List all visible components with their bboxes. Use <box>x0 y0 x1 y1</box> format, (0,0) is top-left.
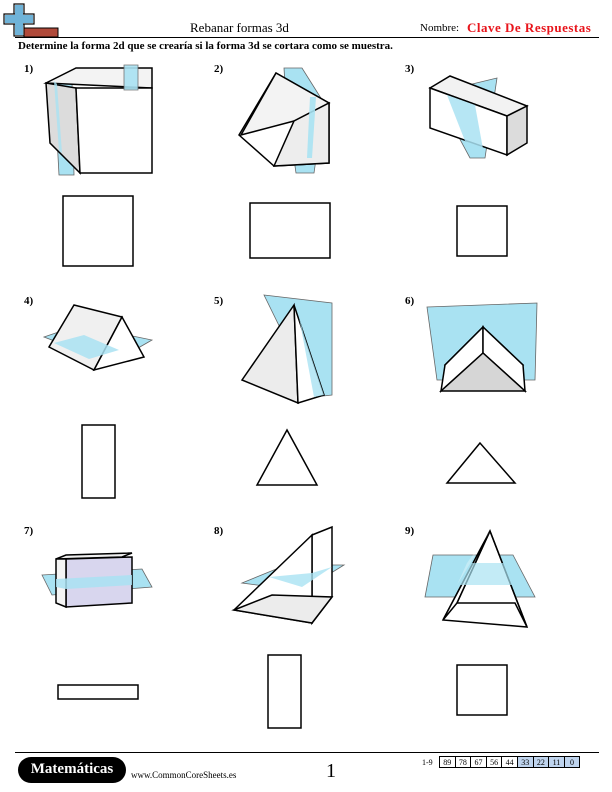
cube-slice-figure <box>43 64 153 267</box>
answer-rectangle <box>81 424 116 499</box>
score-cell: 89 <box>439 756 456 768</box>
problem-9: 9) <box>405 525 595 755</box>
answer-rectangle <box>57 684 139 700</box>
score-cell: 67 <box>470 756 487 768</box>
header: Rebanar formas 3d Nombre: Clave De Respu… <box>0 0 612 40</box>
score-cell: 11 <box>548 756 565 768</box>
name-value: Clave De Respuestas <box>467 20 592 35</box>
problem-4: 4) <box>24 295 214 525</box>
answer-triangle <box>255 428 319 486</box>
answer-rectangle <box>267 654 302 729</box>
score-cell: 44 <box>501 756 518 768</box>
problem-number: 9) <box>405 525 415 537</box>
score-cell: 0 <box>563 756 581 768</box>
answer-square <box>62 195 134 267</box>
problem-number: 8) <box>214 525 224 537</box>
prism-vertical-slice-figure <box>426 302 538 484</box>
problem-7: 7) <box>24 525 214 755</box>
score-cell: 33 <box>516 756 534 768</box>
problem-number: 1) <box>24 63 34 75</box>
score-cell: 78 <box>454 756 472 768</box>
footer-rule <box>15 752 599 753</box>
name-label: Nombre: <box>420 22 460 34</box>
problem-8: 8) <box>214 525 404 755</box>
problem-6: 6) <box>405 295 595 525</box>
answer-triangle <box>445 441 517 484</box>
plus-logo-icon <box>3 3 59 38</box>
instructions: Determine la forma 2d que se crearía si … <box>18 40 393 52</box>
problem-1: 1) <box>24 63 214 293</box>
triangular-prism-slice-figure <box>42 304 154 499</box>
score-cell: 22 <box>532 756 550 768</box>
subject-badge: Matemáticas <box>18 757 126 783</box>
subject-badge-label: Matemáticas <box>30 761 114 777</box>
problem-number: 3) <box>405 63 415 75</box>
pyramid-horizontal-slice-figure <box>424 529 536 716</box>
wedge-horizontal-slice-figure <box>231 525 346 729</box>
problem-number: 5) <box>214 295 224 307</box>
header-rule <box>15 37 599 38</box>
box-horizontal-slice-figure <box>41 552 153 700</box>
problem-5: 5) <box>214 294 404 525</box>
problem-number: 7) <box>24 525 34 537</box>
score-range: 1-9 <box>422 758 433 767</box>
score-cell: 56 <box>485 756 503 768</box>
score-table: 89 78 67 56 44 33 22 11 0 <box>439 756 581 768</box>
answer-square <box>456 664 508 716</box>
problem-3: 3) <box>405 63 595 293</box>
box-slice-figure <box>428 75 529 257</box>
pyramid-slice-figure <box>240 294 333 486</box>
answer-square <box>456 205 508 257</box>
problem-2: 2) <box>214 63 404 293</box>
page-number: 1 <box>326 760 336 782</box>
problem-number: 6) <box>405 295 415 307</box>
prism-slice-figure <box>238 67 331 259</box>
answer-rectangle <box>249 202 331 259</box>
worksheet-title: Rebanar formas 3d <box>190 20 289 35</box>
problem-number: 4) <box>24 295 34 307</box>
site-url: www.CommonCoreSheets.es <box>131 770 237 780</box>
problem-number: 2) <box>214 63 224 75</box>
